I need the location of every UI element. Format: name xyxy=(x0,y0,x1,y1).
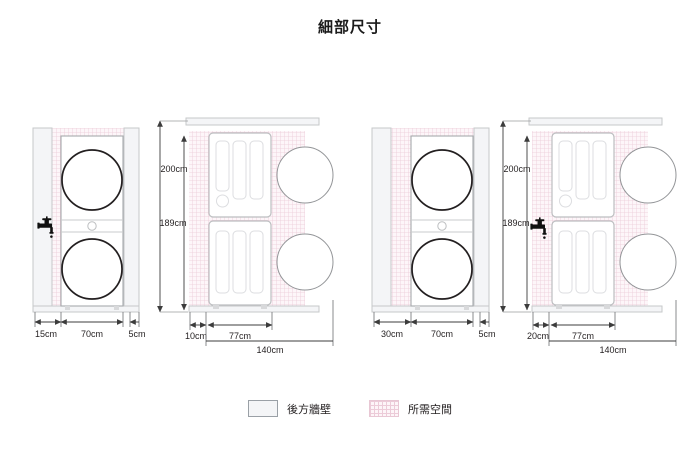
dim-label-189cm: 189cm xyxy=(502,218,529,228)
dim-label-10cm: 10cm xyxy=(185,331,207,341)
left-front-view: 15cm 70cm 5cm xyxy=(32,127,146,339)
dim-label-20cm: 20cm xyxy=(527,331,549,341)
dim-label-70cm: 70cm xyxy=(81,329,103,339)
legend: 後方牆壁 所需空間 xyxy=(0,400,700,417)
wall-right xyxy=(123,127,140,311)
required-space-swatch xyxy=(369,400,399,417)
wall-swatch xyxy=(248,400,278,417)
door-swing-circle xyxy=(619,146,677,204)
right-side-view: 200cm 189cm 20cm 77cm 140cm xyxy=(500,117,677,355)
floor-band xyxy=(32,305,140,313)
wall-left xyxy=(371,127,392,311)
floor-band xyxy=(188,305,320,313)
dim-label-77cm: 77cm xyxy=(572,331,594,341)
legend-label-back-wall: 後方牆壁 xyxy=(287,403,331,416)
dim-label-140cm: 140cm xyxy=(256,345,283,355)
dim-label-5cm: 5cm xyxy=(128,329,145,339)
door-swing-circle xyxy=(276,146,334,204)
dim-label-77cm: 77cm xyxy=(229,331,251,341)
dim-label-200cm: 200cm xyxy=(503,164,530,174)
wall-right xyxy=(473,127,490,311)
floor-band xyxy=(531,305,663,313)
dim-label-140cm: 140cm xyxy=(599,345,626,355)
right-front-view: 30cm 70cm 5cm xyxy=(371,127,496,339)
page-title: 細部尺寸 xyxy=(317,19,382,36)
washer-dryer-side xyxy=(208,132,272,310)
left-side-view: 200cm 189cm 10cm 77cm 140cm xyxy=(157,117,334,355)
washer-dryer-side xyxy=(551,132,615,310)
door-swing-circle xyxy=(276,233,334,291)
back-wall-bar xyxy=(185,117,320,126)
door-swing-circle xyxy=(619,233,677,291)
washer-dryer-front xyxy=(410,135,474,311)
dim-label-30cm: 30cm xyxy=(381,329,403,339)
legend-item-back-wall: 後方牆壁 xyxy=(248,400,331,417)
dim-label-70cm: 70cm xyxy=(431,329,453,339)
floor-band xyxy=(371,305,490,313)
dim-label-15cm: 15cm xyxy=(35,329,57,339)
back-wall-bar xyxy=(528,117,663,126)
legend-label-required-space: 所需空間 xyxy=(408,403,452,416)
dim-label-189cm: 189cm xyxy=(159,218,186,228)
washer-dryer-front xyxy=(60,135,124,311)
dim-label-200cm: 200cm xyxy=(160,164,187,174)
legend-item-required-space: 所需空間 xyxy=(369,400,452,417)
dim-label-5cm: 5cm xyxy=(478,329,495,339)
